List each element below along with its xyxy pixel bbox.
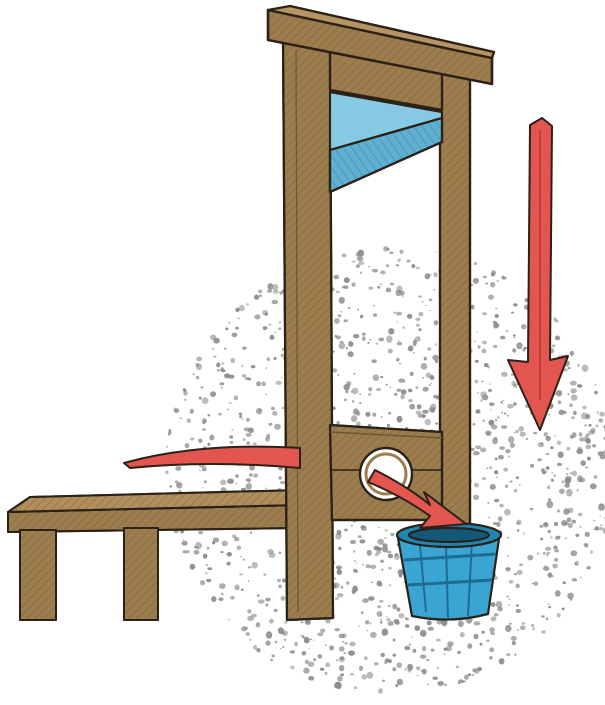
right-upright [440,62,470,560]
left-upright [283,38,333,620]
entry-arrow [124,447,300,468]
bucket [397,523,501,620]
bench [8,490,300,620]
